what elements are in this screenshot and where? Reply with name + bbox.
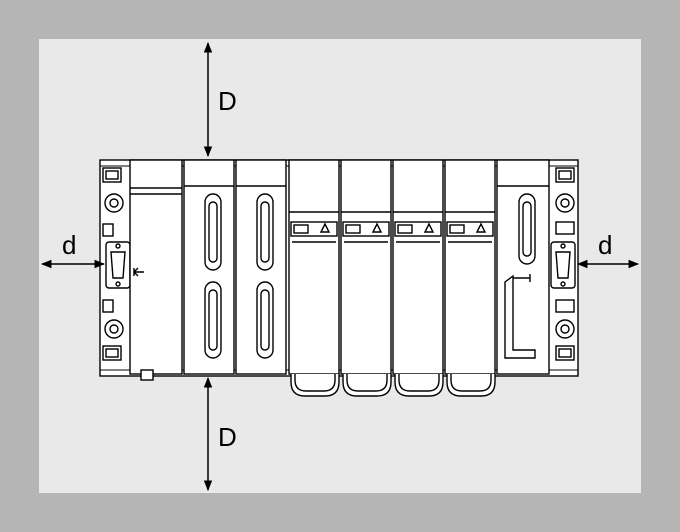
- terminal-module-2: [340, 159, 392, 397]
- top-clearance-label: D: [218, 86, 237, 116]
- interface-module: [496, 159, 550, 375]
- terminal-module-1: [288, 159, 340, 397]
- left-mount-bracket: [102, 167, 131, 361]
- left-clearance-label: d: [62, 230, 76, 260]
- bottom-clearance-label: D: [218, 422, 237, 452]
- right-mount-bracket: [550, 167, 576, 361]
- cable-clip: [504, 274, 536, 359]
- terminal-module-3: [392, 159, 444, 397]
- plc-rack: [99, 159, 579, 397]
- io-module-2: [235, 159, 287, 375]
- io-module-1: [183, 159, 235, 375]
- power-supply-module: [129, 159, 183, 381]
- right-clearance-label: d: [598, 230, 612, 260]
- terminal-module-4: [444, 159, 496, 397]
